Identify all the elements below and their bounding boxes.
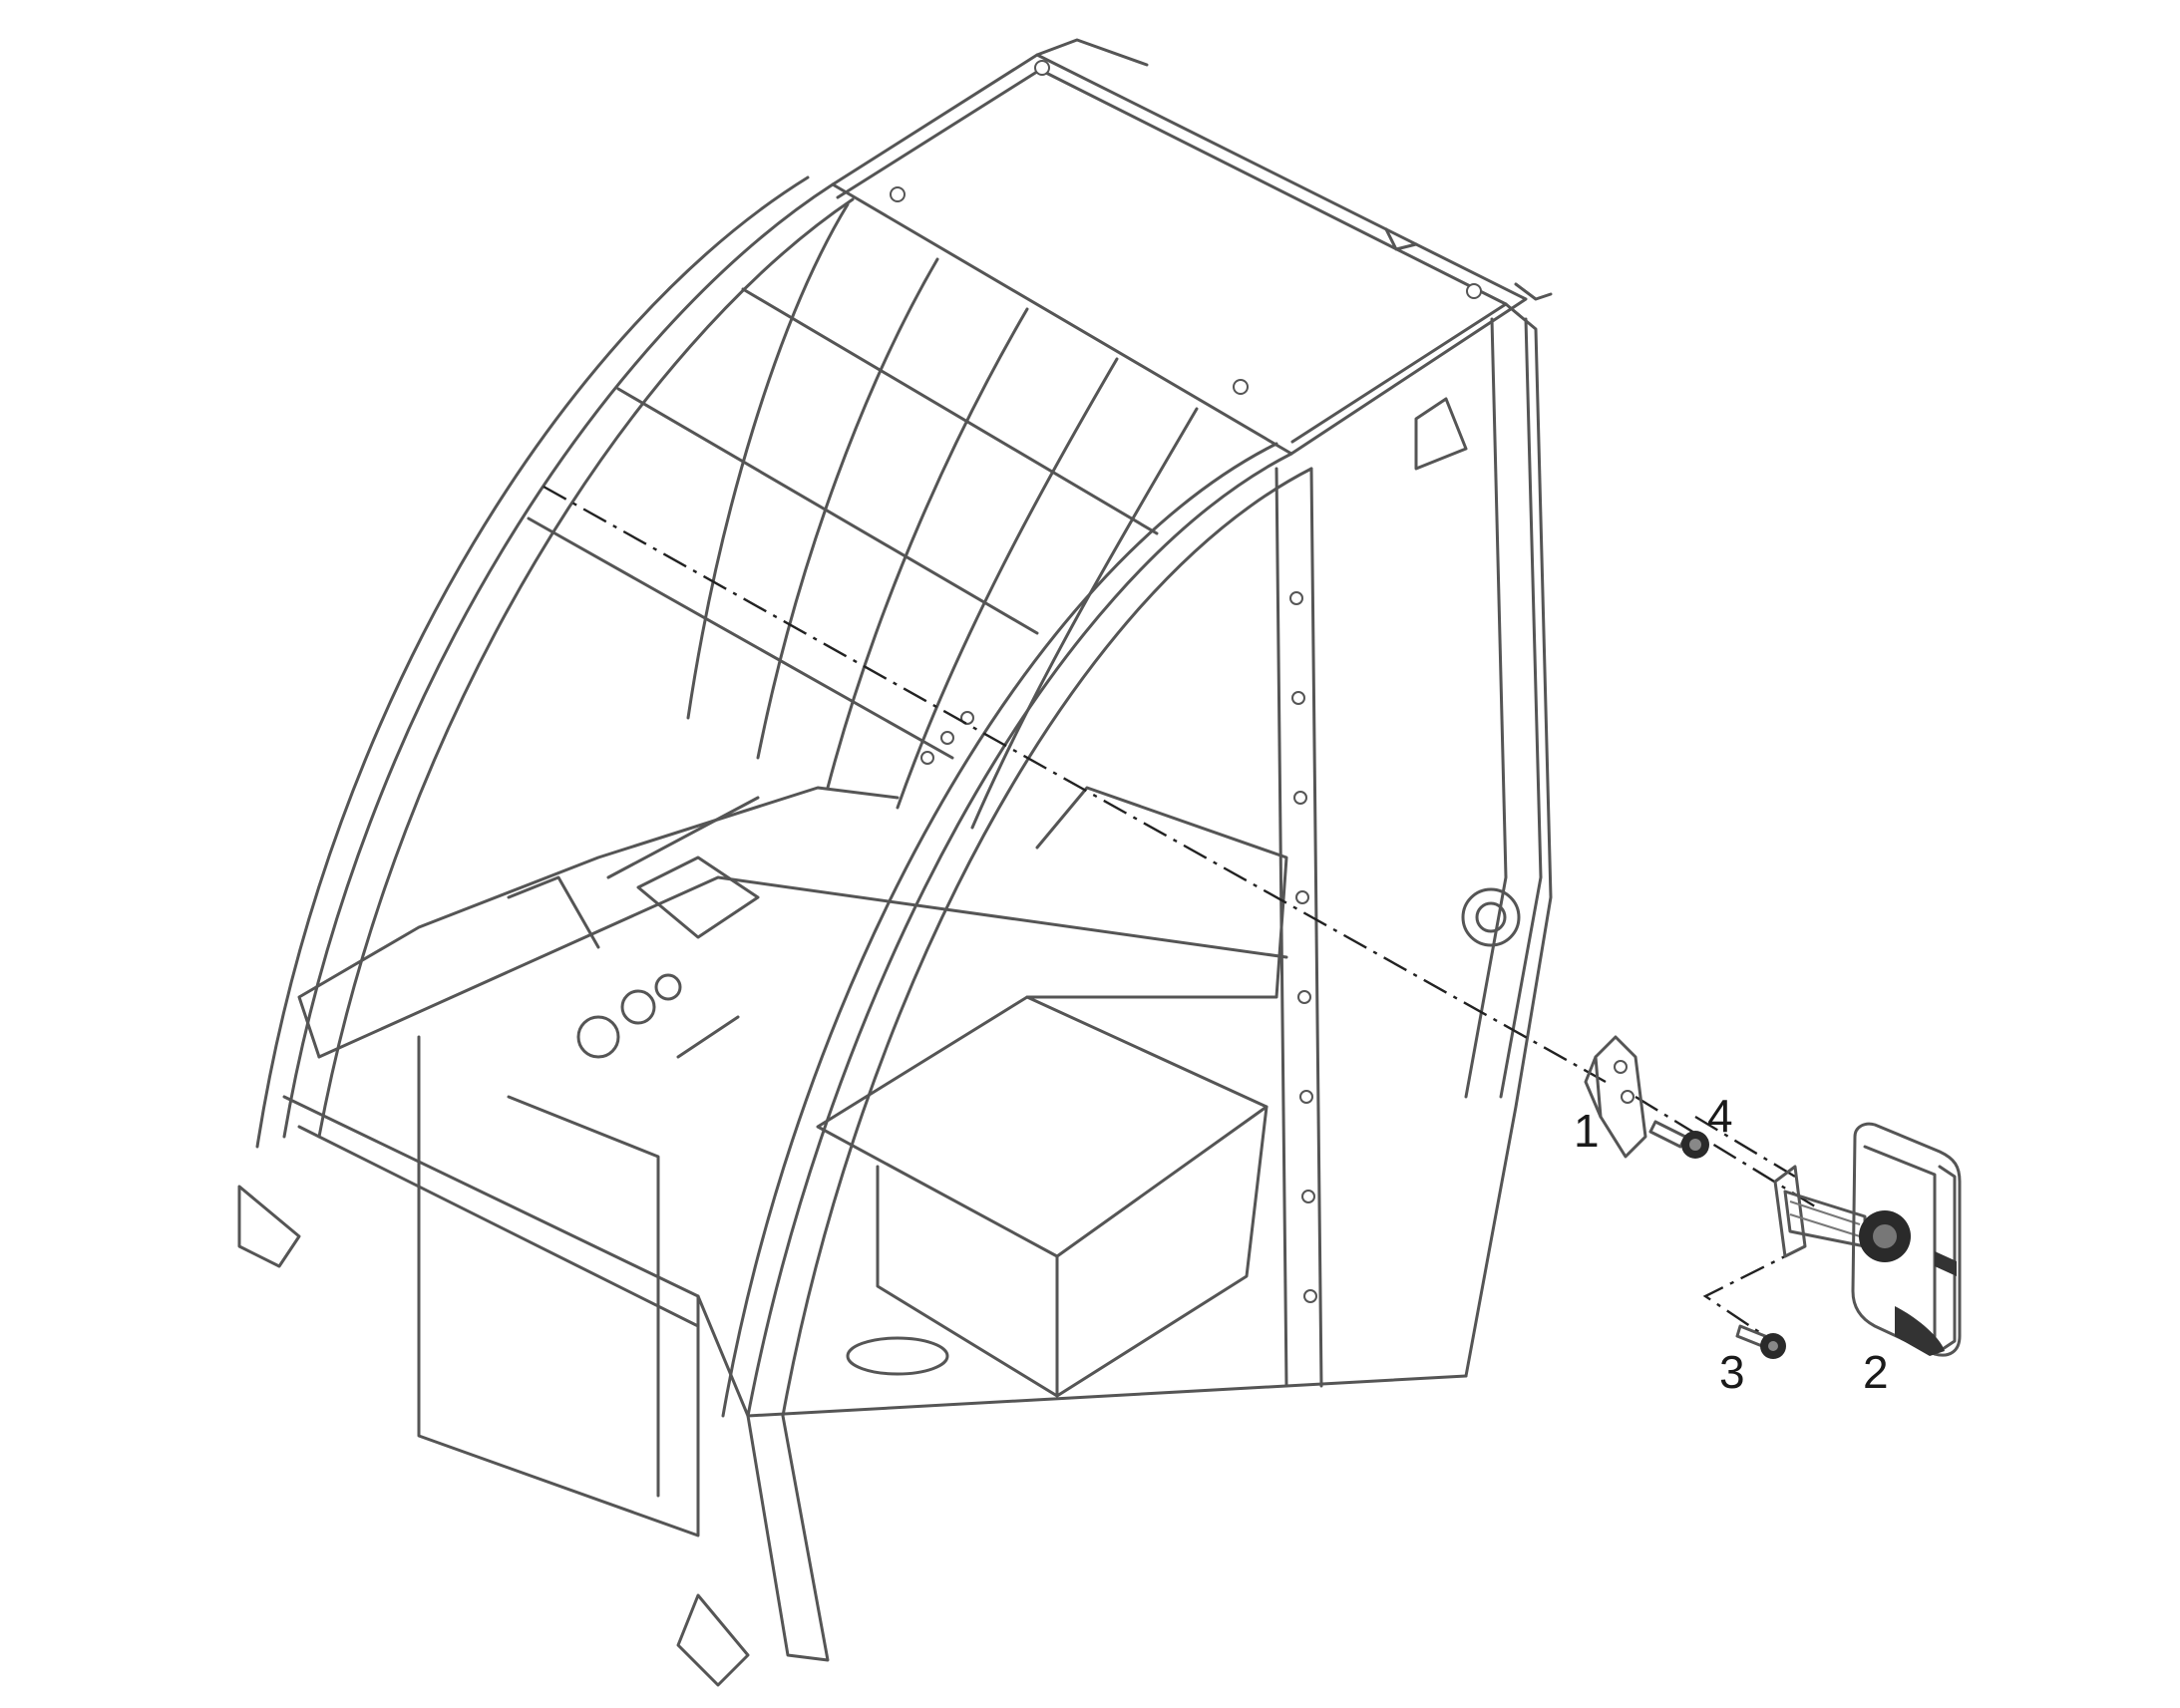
assembly-lines [543,485,1816,1337]
callout-2: 2 [1863,1346,1889,1398]
callout-4: 4 [1707,1090,1733,1142]
callout-3: 3 [1719,1346,1745,1398]
dashboard-panel [297,786,900,1059]
callout-1: 1 [1574,1105,1600,1157]
cab-frame [237,38,1553,1687]
front-right-pillar [721,442,1313,1662]
floor-frame [237,875,1468,1687]
part-1-bracket [1584,1035,1647,1159]
rear-right-pillar [1464,302,1553,1378]
rear-hinge [1414,397,1521,947]
part-3-bolt [1735,1324,1786,1359]
part-2-mirror [1773,1122,1962,1357]
front-left-pillar [255,175,855,1149]
callout-labels: 1 4 2 3 [1574,1090,1889,1398]
part-4-bolt [1648,1120,1709,1159]
roof-guard [527,202,1199,830]
mounting-holes [890,60,1482,1303]
interior-console [816,786,1288,1398]
roof-panel [831,38,1553,456]
door-post [1274,467,1323,1388]
